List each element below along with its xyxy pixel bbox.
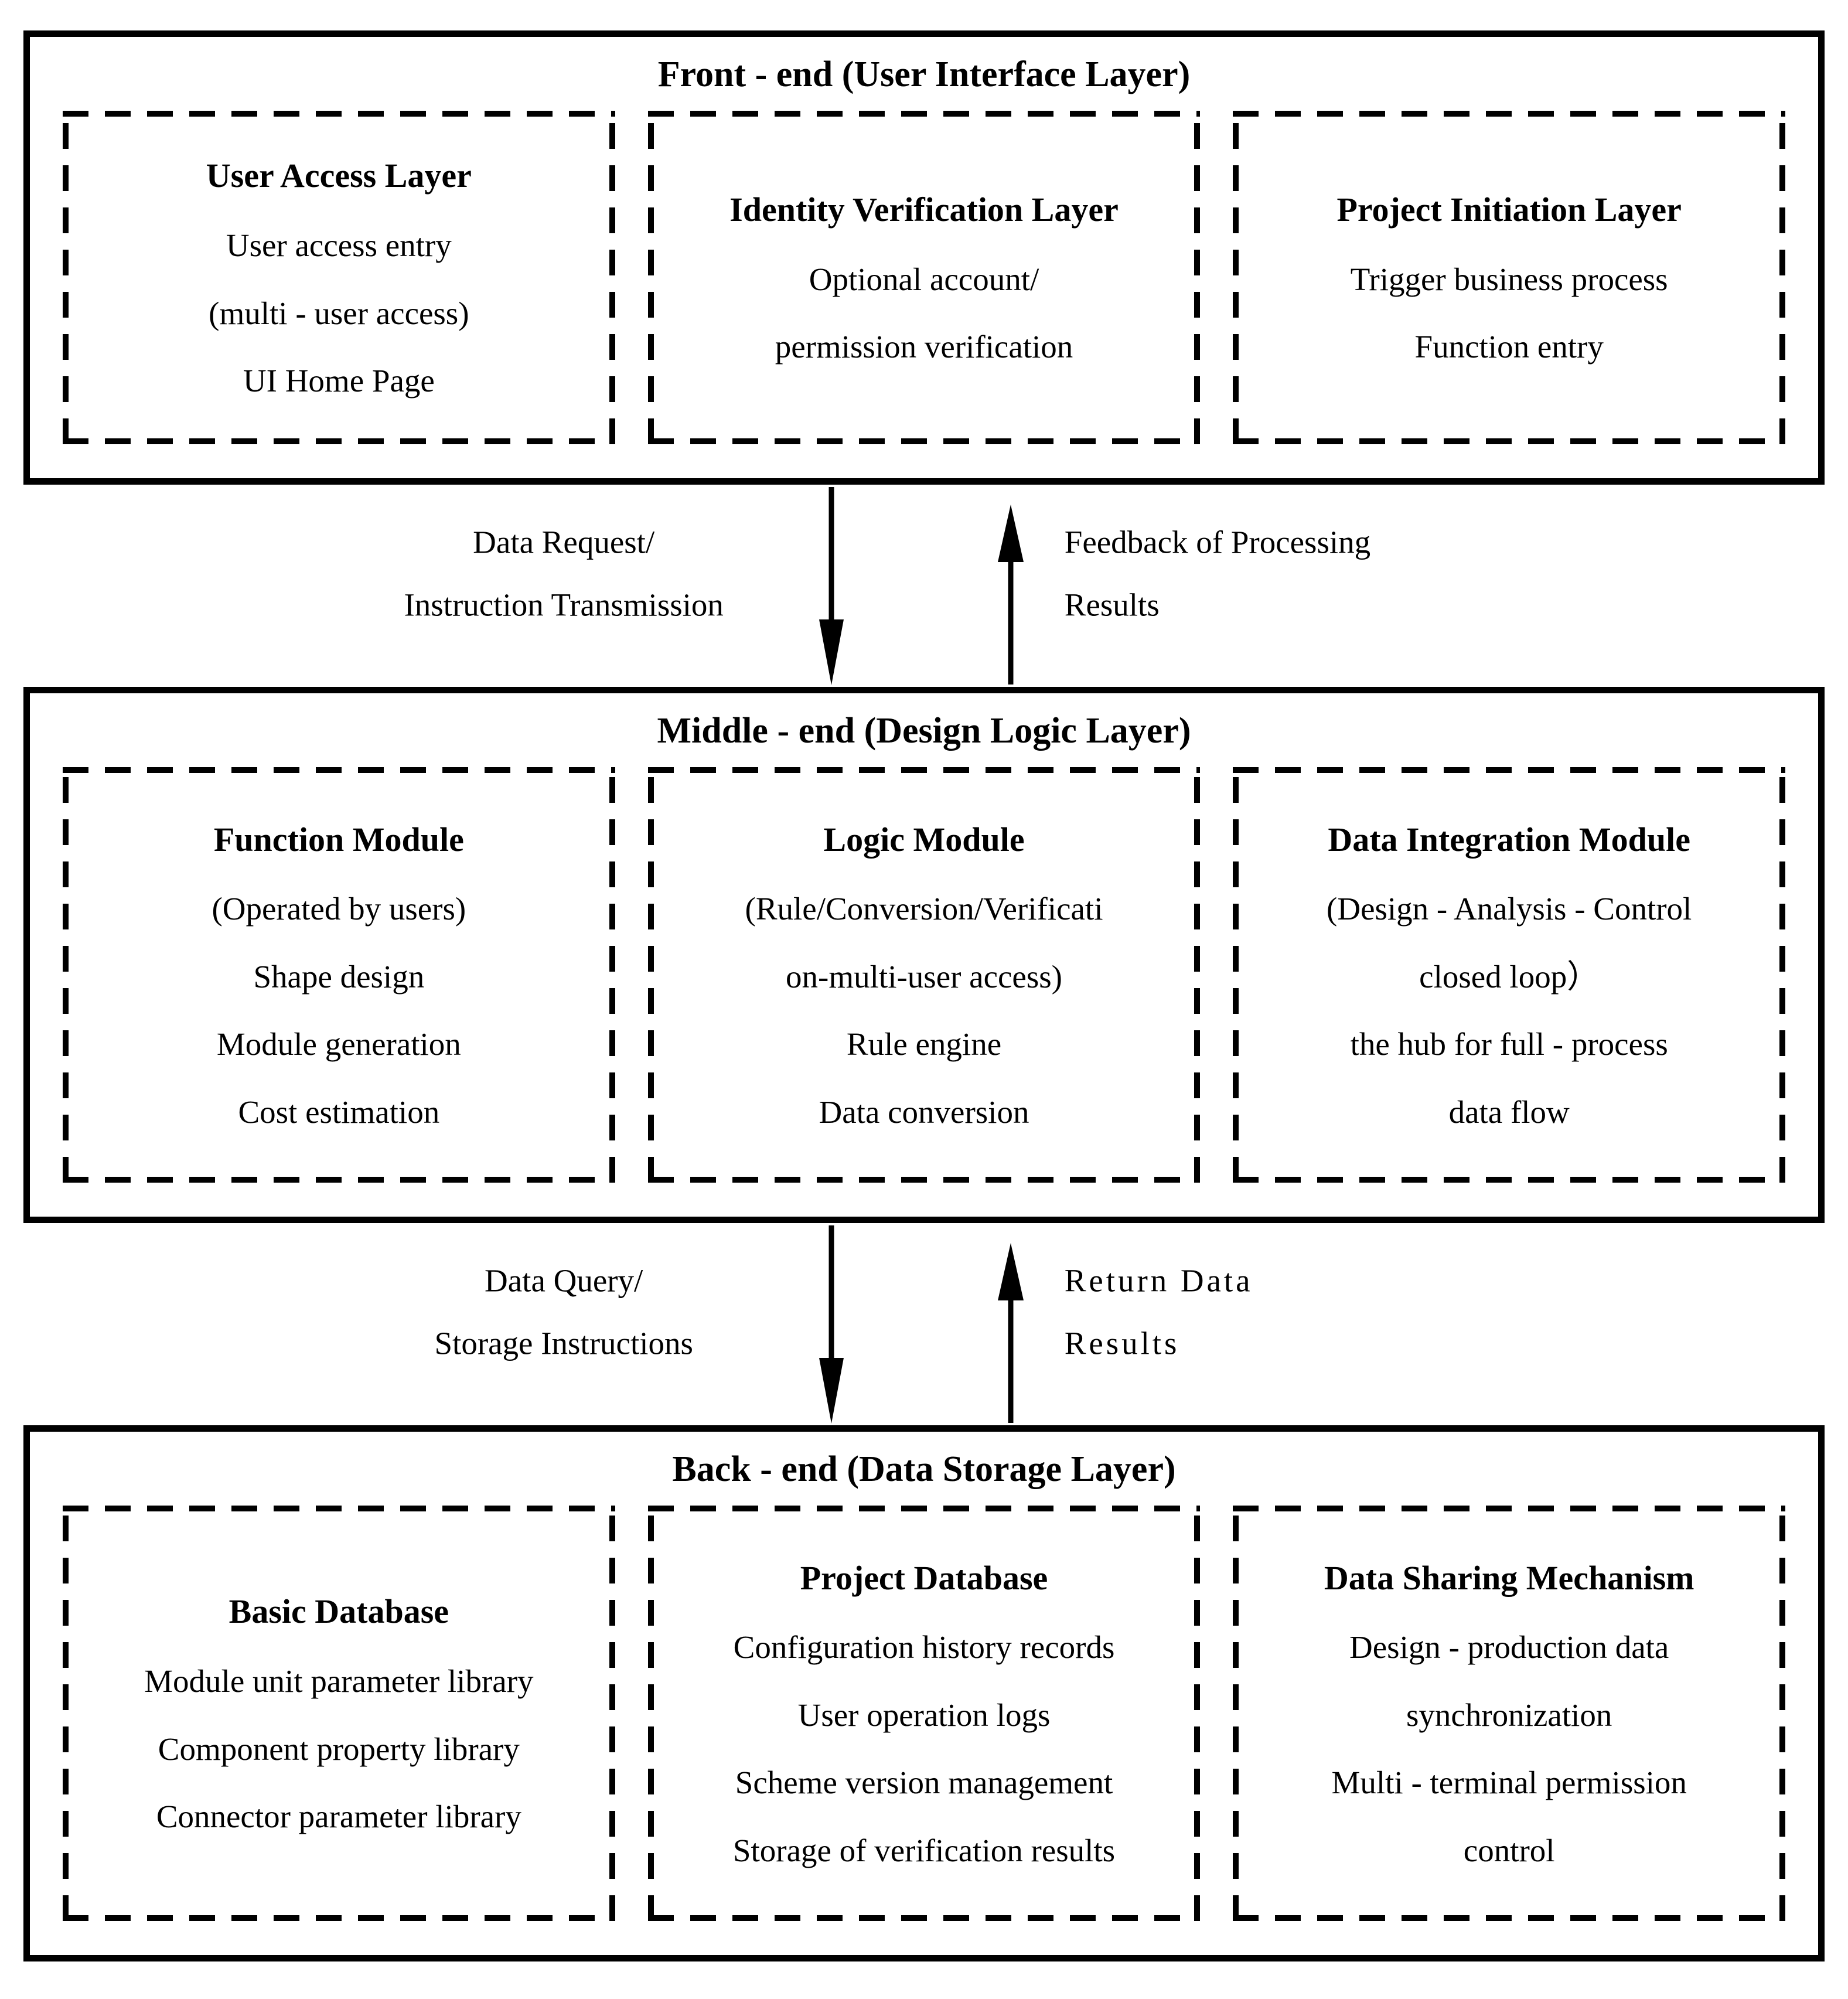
box-line: UI Home Page (243, 363, 435, 399)
feedback-results-label: Feedback of Processing Results (1065, 510, 1749, 636)
box-title: User Access Layer (206, 156, 472, 195)
box-line: Data conversion (819, 1094, 1029, 1130)
label-line: Return Data (1064, 1262, 1253, 1298)
box-function-module: Function Module (Operated by users) Shap… (63, 767, 615, 1183)
label-line: Data Query/ (485, 1262, 643, 1298)
box-line: User access entry (226, 227, 452, 264)
connector-arrows (819, 1225, 1024, 1424)
box-line: (Design - Analysis - Control (1327, 891, 1692, 927)
connector-front-middle: Data Request/ Instruction Transmission F… (23, 485, 1825, 687)
box-line: User operation logs (797, 1697, 1051, 1733)
box-line: (Operated by users) (212, 891, 466, 927)
box-user-access-layer: User Access Layer User access entry (mul… (63, 111, 615, 444)
box-data-integration-module: Data Integration Module (Design - Analys… (1233, 767, 1785, 1183)
box-line: Design - production data (1349, 1629, 1669, 1666)
box-line: Module generation (216, 1026, 461, 1062)
box-line: closed loop） (1419, 958, 1600, 995)
connector-arrows (819, 487, 1024, 685)
middle-end-layer-title: Middle - end (Design Logic Layer) (657, 711, 1191, 751)
label-line: Instruction Transmission (404, 587, 724, 623)
feedback-up-arrow-icon (998, 505, 1024, 685)
box-data-sharing-mechanism: Data Sharing Mechanism Design - producti… (1233, 1506, 1785, 1921)
box-basic-database: Basic Database Module unit parameter lib… (63, 1506, 615, 1921)
back-end-layer-title: Back - end (Data Storage Layer) (672, 1449, 1176, 1489)
box-line: data flow (1448, 1094, 1570, 1130)
box-line: Connector parameter library (156, 1799, 521, 1835)
box-title: Function Module (213, 820, 464, 859)
box-line: Function entry (1414, 329, 1604, 365)
data-request-down-arrow-icon (819, 487, 844, 685)
label-line: Data Request/ (473, 523, 655, 560)
label-line: Storage Instructions (434, 1325, 693, 1361)
front-end-box-row: User Access Layer User access entry (mul… (63, 111, 1785, 444)
box-title: Identity Verification Layer (729, 190, 1119, 229)
box-line: Trigger business process (1350, 261, 1668, 297)
return-data-up-arrow-icon (998, 1243, 1024, 1423)
data-request-label: Data Request/ Instruction Transmission (203, 510, 924, 636)
box-line: (multi - user access) (209, 295, 469, 331)
box-line: control (1463, 1832, 1555, 1868)
box-line: Optional account/ (809, 261, 1039, 297)
box-title: Data Integration Module (1328, 820, 1690, 859)
return-data-results-label: Return Data Results (1065, 1249, 1749, 1375)
box-title: Project Database (800, 1558, 1048, 1597)
box-project-database: Project Database Configuration history r… (648, 1506, 1201, 1921)
front-end-layer-title: Front - end (User Interface Layer) (657, 55, 1191, 94)
box-line: permission verification (775, 329, 1073, 365)
box-line: Cost estimation (238, 1094, 440, 1130)
box-line: on-multi-user access) (786, 958, 1062, 995)
box-line: Configuration history records (733, 1629, 1115, 1666)
layer-back-end: Back - end (Data Storage Layer) Basic Da… (23, 1425, 1825, 1961)
box-project-initiation-layer: Project Initiation Layer Trigger busines… (1233, 111, 1785, 444)
box-line: the hub for full - process (1350, 1026, 1668, 1062)
box-title: Basic Database (229, 1592, 449, 1631)
middle-end-box-row: Function Module (Operated by users) Shap… (63, 767, 1785, 1183)
layer-middle-end: Middle - end (Design Logic Layer) Functi… (23, 687, 1825, 1223)
label-line: Results (1064, 1325, 1180, 1361)
box-title: Data Sharing Mechanism (1324, 1558, 1694, 1597)
box-line: Rule engine (846, 1026, 1002, 1062)
box-line: Component property library (158, 1731, 520, 1767)
data-query-down-arrow-icon (819, 1225, 844, 1424)
box-title: Project Initiation Layer (1336, 190, 1682, 229)
connector-middle-back: Data Query/ Storage Instructions Return … (23, 1223, 1825, 1425)
architecture-diagram: Front - end (User Interface Layer) User … (23, 0, 1825, 1961)
box-line: Module unit parameter library (144, 1663, 534, 1700)
box-line: Multi - terminal permission (1331, 1765, 1687, 1801)
back-end-box-row: Basic Database Module unit parameter lib… (63, 1506, 1785, 1921)
label-line: Feedback of Processing (1064, 523, 1371, 560)
data-query-label: Data Query/ Storage Instructions (203, 1249, 924, 1375)
box-logic-module: Logic Module (Rule/Conversion/Verificati… (648, 767, 1201, 1183)
box-line: (Rule/Conversion/Verificati (745, 891, 1103, 927)
layer-front-end: Front - end (User Interface Layer) User … (23, 30, 1825, 485)
box-identity-verification-layer: Identity Verification Layer Optional acc… (648, 111, 1201, 444)
box-line: Scheme version management (735, 1765, 1113, 1801)
box-line: synchronization (1406, 1697, 1612, 1733)
box-line: Storage of verification results (732, 1832, 1116, 1868)
box-title: Logic Module (823, 820, 1025, 859)
label-line: Results (1064, 587, 1160, 623)
box-line: Shape design (253, 958, 425, 995)
